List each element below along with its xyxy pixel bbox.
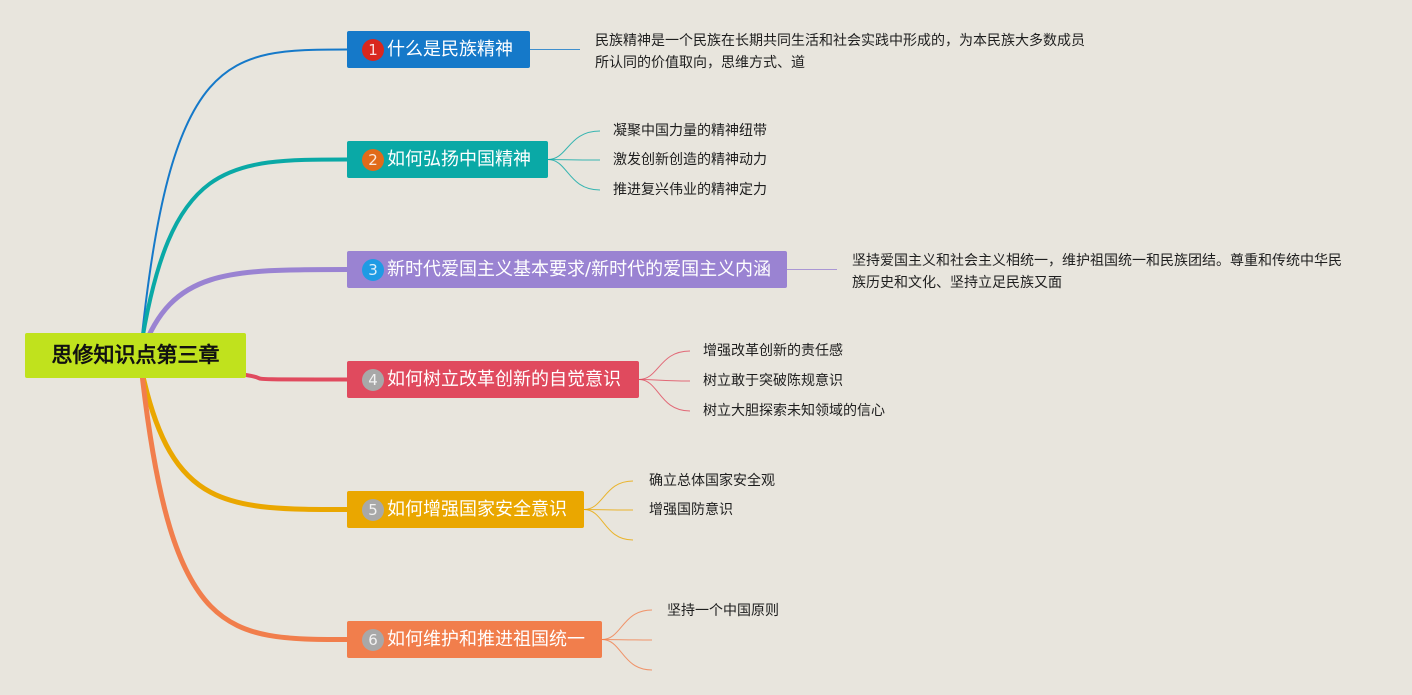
leaf-connector	[583, 480, 634, 510]
leaf-connector	[601, 639, 653, 641]
leaf-connector	[547, 159, 601, 161]
number-badge: 3	[362, 259, 384, 281]
subtopic-item[interactable]: 增强国防意识	[649, 502, 733, 518]
subtopic-patriotism-content[interactable]: 坚持爱国主义和社会主义相统一，维护祖国统一和民族团结。尊重和传统中华民族历史和文…	[852, 253, 1342, 291]
topic-label: 新时代爱国主义基本要求/新时代的爱国主义内涵	[387, 259, 772, 280]
branch-connector	[244, 373, 349, 382]
number-badge: 6	[362, 629, 384, 651]
topic-promote-chinese-spirit[interactable]: 2 如何弘扬中国精神	[347, 141, 548, 178]
branch-connector	[139, 48, 348, 356]
topic-what-is-national-spirit[interactable]: 1 什么是民族精神	[347, 31, 530, 68]
leaf-connector	[547, 130, 601, 160]
subtopic-item[interactable]: 激发创新创造的精神动力	[613, 152, 767, 168]
topic-national-security-awareness[interactable]: 5 如何增强国家安全意识	[347, 491, 584, 528]
branch-connector	[138, 157, 349, 355]
number-badge: 5	[362, 499, 384, 521]
leaf-connector	[601, 609, 653, 640]
topic-label: 什么是民族精神	[387, 39, 513, 60]
number-badge: 1	[362, 39, 384, 61]
subtopic-item[interactable]: 确立总体国家安全观	[649, 473, 775, 489]
leaf-connector	[601, 639, 653, 671]
subtopic-item[interactable]: 树立敢于突破陈规意识	[703, 373, 843, 389]
subtopic-item[interactable]: 树立大胆探索未知领域的信心	[703, 403, 885, 419]
subtopic-item[interactable]: 凝聚中国力量的精神纽带	[613, 123, 767, 139]
topic-patriotism-requirements[interactable]: 3 新时代爱国主义基本要求/新时代的爱国主义内涵	[347, 251, 787, 288]
topic-national-reunification[interactable]: 6 如何维护和推进祖国统一	[347, 621, 602, 658]
topic-reform-innovation-awareness[interactable]: 4 如何树立改革创新的自觉意识	[347, 361, 639, 398]
topic-label: 如何树立改革创新的自觉意识	[387, 369, 621, 390]
subtopic-definition[interactable]: 民族精神是一个民族在长期共同生活和社会实践中形成的，为本民族大多数成员所认同的价…	[595, 33, 1085, 71]
leaf-connector	[547, 159, 601, 191]
topic-label: 如何维护和推进祖国统一	[387, 629, 585, 650]
leaf-connector	[638, 379, 691, 412]
subtopic-item[interactable]: 推进复兴伟业的精神定力	[613, 182, 767, 198]
subtopic-item[interactable]: 增强改革创新的责任感	[703, 343, 843, 359]
number-badge: 4	[362, 369, 384, 391]
leaf-connector	[583, 509, 634, 511]
branch-connector	[139, 369, 350, 512]
leaf-connector	[583, 509, 634, 541]
branch-connector	[139, 371, 350, 642]
topic-label: 如何增强国家安全意识	[387, 499, 567, 520]
number-badge: 2	[362, 149, 384, 171]
subtopic-item[interactable]: 坚持一个中国原则	[667, 603, 779, 619]
branch-connector	[139, 267, 350, 355]
leaf-connector	[638, 379, 691, 382]
topic-label: 如何弘扬中国精神	[387, 149, 531, 170]
root-topic[interactable]: 思修知识点第三章	[25, 333, 246, 378]
leaf-connector	[638, 350, 691, 380]
